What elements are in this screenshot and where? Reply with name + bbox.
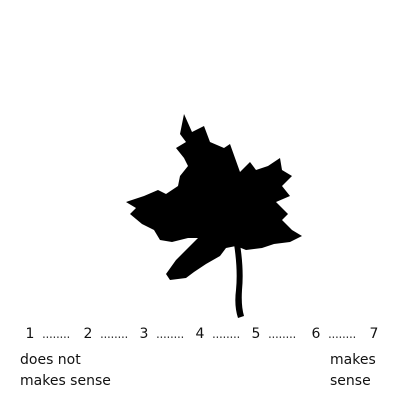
scale-point-2[interactable]: 2	[83, 326, 93, 342]
scale-separator: ........	[41, 327, 71, 341]
scale-point-6[interactable]: 6	[311, 326, 321, 342]
leaf-stem	[234, 244, 244, 318]
right-anchor-line-2: sense	[330, 373, 371, 389]
scale-separator: ........	[211, 327, 241, 341]
scale-separator: ........	[99, 327, 129, 341]
maple-leaf-icon	[122, 110, 312, 320]
right-anchor-line-1: makes	[330, 352, 376, 368]
left-anchor-line-1: does not	[20, 352, 81, 368]
scale-separator: ........	[327, 327, 357, 341]
left-anchor-line-2: makes sense	[20, 373, 111, 389]
scale-point-3[interactable]: 3	[139, 326, 149, 342]
right-anchor-label: makes sense	[330, 350, 390, 392]
scale-point-4[interactable]: 4	[195, 326, 205, 342]
scale-point-7[interactable]: 7	[369, 326, 379, 342]
scale-separator: ........	[267, 327, 297, 341]
leaf-blade	[126, 114, 302, 280]
scale-point-5[interactable]: 5	[251, 326, 261, 342]
left-anchor-label: does not makes sense	[20, 350, 140, 392]
rating-scale: 1 ........ 2 ........ 3 ........ 4 .....…	[20, 322, 390, 346]
scale-separator: ........	[155, 327, 185, 341]
scale-point-1[interactable]: 1	[25, 326, 35, 342]
